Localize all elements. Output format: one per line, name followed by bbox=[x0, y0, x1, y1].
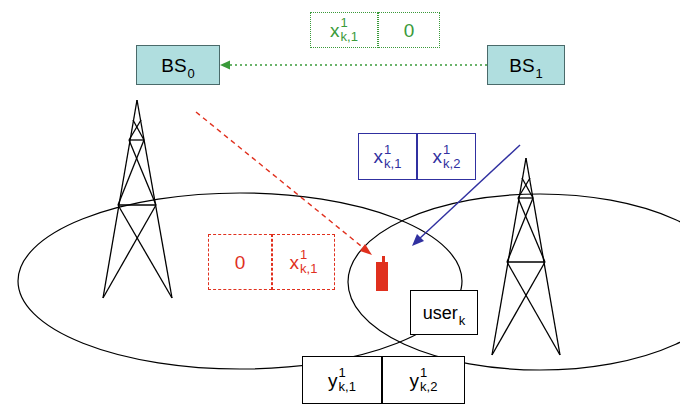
text-group: y1k,1 bbox=[328, 366, 356, 393]
node-text: k,1 bbox=[341, 30, 358, 44]
text-group: BS1 bbox=[509, 56, 543, 75]
node-text: user bbox=[423, 304, 458, 322]
symbol-cell: y1k,2 bbox=[382, 356, 465, 404]
node-text: k,1 bbox=[339, 380, 356, 394]
node-text: y bbox=[410, 371, 420, 390]
node-text: 1 bbox=[341, 16, 348, 30]
node-text: 1 bbox=[300, 248, 307, 262]
symbol-cell: x1k,1 bbox=[310, 12, 378, 48]
arrow-head bbox=[220, 61, 230, 70]
node-text: 0 bbox=[404, 21, 415, 40]
text-group: 0 bbox=[404, 21, 415, 40]
node-text: k,1 bbox=[300, 262, 317, 276]
index-stack: 1k,1 bbox=[341, 16, 358, 43]
text-group: 0 bbox=[235, 253, 246, 272]
node-text: 1 bbox=[536, 67, 543, 80]
index-stack: 1k,1 bbox=[384, 143, 401, 170]
node-text: 1 bbox=[339, 366, 346, 380]
node-text: k bbox=[459, 314, 466, 327]
symbol-cell: 0 bbox=[208, 234, 272, 290]
symbol-cell: x1k,1 bbox=[272, 234, 335, 290]
symbol-cell: 0 bbox=[378, 12, 440, 48]
text-group: y1k,2 bbox=[410, 366, 438, 393]
index-stack: 1k,1 bbox=[300, 248, 317, 275]
cell-right bbox=[348, 194, 680, 370]
text-group: x1k,1 bbox=[330, 16, 358, 43]
node-text: x bbox=[433, 147, 443, 166]
node-text: BS bbox=[509, 56, 534, 75]
node-text: 1 bbox=[443, 143, 450, 157]
text-group: x1k,1 bbox=[374, 143, 402, 170]
text-group: userk bbox=[423, 304, 466, 322]
node-text: 1 bbox=[384, 143, 391, 157]
node-text: k,1 bbox=[384, 157, 401, 171]
symbol-cell: x1k,2 bbox=[417, 133, 476, 180]
node-text: x bbox=[290, 253, 300, 272]
node-text: 0 bbox=[188, 67, 195, 80]
interference-link bbox=[196, 112, 366, 250]
user-label-box: userk bbox=[410, 290, 478, 335]
base-station-box: BS0 bbox=[136, 45, 220, 85]
node-text: 0 bbox=[235, 253, 246, 272]
tower-left bbox=[103, 100, 172, 298]
mobile-phone bbox=[376, 256, 388, 291]
arrow-head bbox=[412, 234, 424, 246]
cell-left bbox=[18, 193, 462, 369]
tower-right bbox=[492, 158, 560, 355]
base-station-box: BS1 bbox=[487, 45, 565, 85]
node-text: x bbox=[374, 147, 384, 166]
node-text: k,2 bbox=[420, 380, 437, 394]
index-stack: 1k,2 bbox=[443, 143, 460, 170]
node-text: BS bbox=[161, 56, 186, 75]
text-group: x1k,1 bbox=[290, 248, 318, 275]
backhaul-connector bbox=[229, 64, 487, 65]
node-text: k,2 bbox=[443, 157, 460, 171]
index-stack: 1k,2 bbox=[420, 366, 437, 393]
node-text: y bbox=[328, 371, 338, 390]
symbol-cell: x1k,1 bbox=[358, 133, 417, 180]
arrow-head bbox=[360, 244, 372, 255]
text-group: BS0 bbox=[161, 56, 195, 75]
index-stack: 1k,1 bbox=[339, 366, 356, 393]
node-text: 1 bbox=[420, 366, 427, 380]
symbol-cell: y1k,1 bbox=[302, 356, 382, 404]
node-text: x bbox=[330, 21, 340, 40]
text-group: x1k,2 bbox=[433, 143, 461, 170]
